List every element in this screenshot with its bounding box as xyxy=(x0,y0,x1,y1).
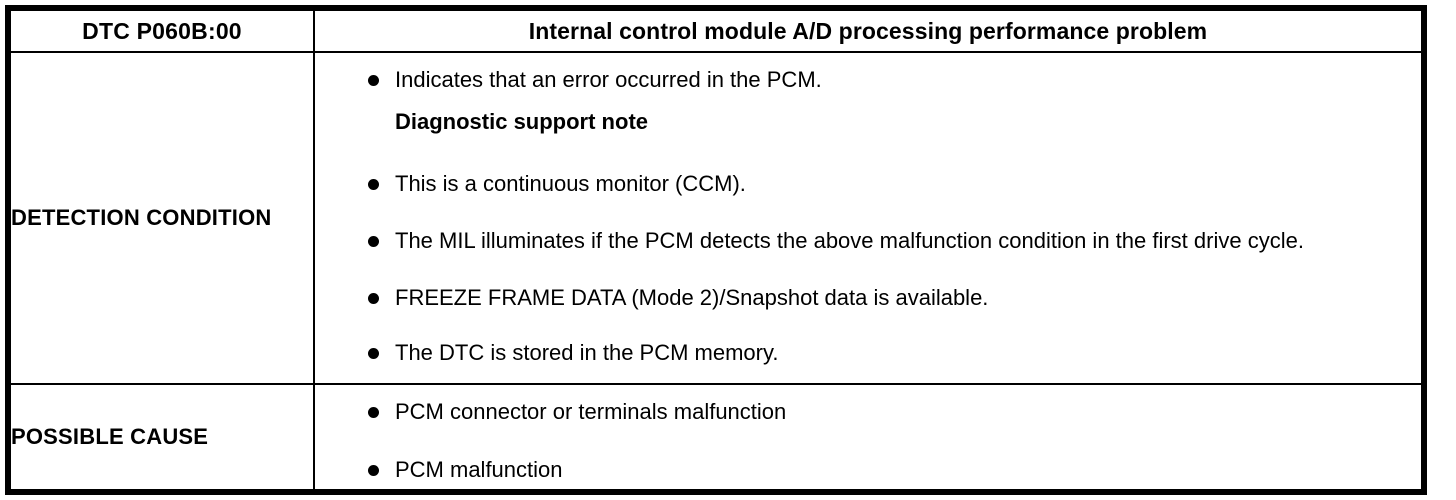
dtc-description-cell: Internal control module A/D processing p… xyxy=(313,9,1423,53)
possible-cause-content: PCM connector or terminals malfunction P… xyxy=(313,382,1423,492)
dtc-code-cell: DTC P060B:00 xyxy=(9,9,315,53)
list-item: This is a continuous monitor (CCM). xyxy=(315,169,1421,198)
table-header-row: DTC P060B:00 Internal control module A/D… xyxy=(9,9,1423,53)
detection-condition-row: DETECTION CONDITION Indicates that an er… xyxy=(9,51,1423,385)
detection-condition-content: Indicates that an error occurred in the … xyxy=(313,51,1423,385)
dtc-table: DTC P060B:00 Internal control module A/D… xyxy=(5,5,1427,495)
list-item: FREEZE FRAME DATA (Mode 2)/Snapshot data… xyxy=(315,283,1421,312)
list-item: PCM connector or terminals malfunction xyxy=(315,397,1421,426)
detection-condition-list: Indicates that an error occurred in the … xyxy=(315,65,1421,367)
detection-condition-label: DETECTION CONDITION xyxy=(9,51,315,385)
possible-cause-label: POSSIBLE CAUSE xyxy=(9,382,315,492)
list-item: The MIL illuminates if the PCM detects t… xyxy=(315,226,1421,255)
possible-cause-row: POSSIBLE CAUSE PCM connector or terminal… xyxy=(9,382,1423,492)
diagnostic-support-note-heading: Diagnostic support note xyxy=(395,109,648,134)
list-item: The DTC is stored in the PCM memory. xyxy=(315,338,1421,367)
list-item: PCM malfunction xyxy=(315,455,1421,484)
list-item: Indicates that an error occurred in the … xyxy=(315,65,1421,94)
possible-cause-list: PCM connector or terminals malfunction P… xyxy=(315,397,1421,484)
